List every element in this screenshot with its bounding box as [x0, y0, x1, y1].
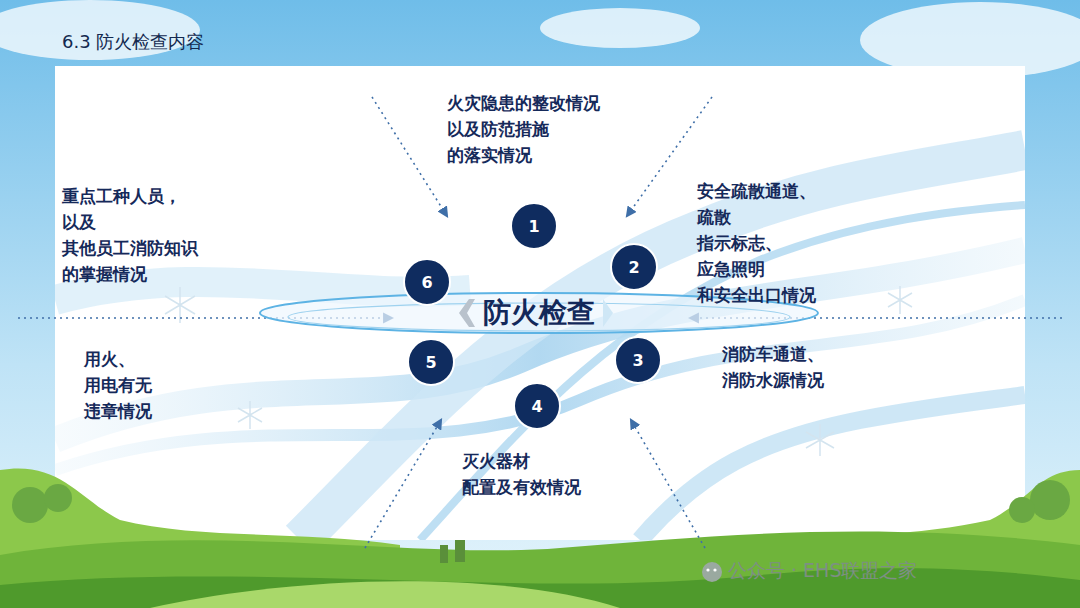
snowflakes	[165, 286, 912, 456]
left-chevron	[459, 299, 475, 327]
callout-number: 3	[632, 351, 643, 370]
circle-fill	[404, 259, 450, 305]
number-circle: 5	[407, 338, 455, 386]
watermark: 公众号 · EHS联盟之家	[728, 558, 917, 584]
right-chevron	[603, 299, 613, 327]
circle-fill	[514, 383, 560, 429]
circle-fill	[511, 203, 557, 249]
number-circle: 4	[513, 382, 561, 430]
white-panel	[55, 66, 1025, 540]
number-circle: 6	[403, 258, 451, 306]
circle-fill	[615, 337, 661, 383]
check-item-text: 用火、用电有无 违章情况	[84, 346, 152, 424]
check-item-text: 重点工种人员，以及 其他员工消防知识 的掌握情况	[62, 183, 198, 287]
callout-number: 4	[531, 397, 542, 416]
check-item-text: 安全疏散通道、疏散 指示标志、应急照明 和安全出口情况	[697, 178, 816, 308]
swirl-bands	[55, 150, 1025, 540]
callout-number: 6	[421, 273, 432, 292]
check-item-text: 灭火器材 配置及有效情况	[462, 448, 581, 500]
circle-fill	[408, 339, 454, 385]
dotted-arrows	[18, 97, 1062, 548]
slide-title: 6.3 防火检查内容	[62, 30, 204, 54]
number-circle: 2	[610, 243, 658, 291]
circle-fill	[611, 244, 657, 290]
callout-number: 2	[628, 258, 639, 277]
check-item-text: 火灾隐患的整改情况 以及防范措施 的落实情况	[447, 90, 600, 168]
wechat-icon	[702, 562, 722, 582]
number-circle: 1	[510, 202, 558, 250]
callout-number: 5	[425, 353, 436, 372]
number-circle: 3	[614, 336, 662, 384]
check-item-text: 消防车通道、 消防水源情况	[722, 341, 824, 393]
center-title: 防火检查	[483, 294, 595, 332]
callout-number: 1	[528, 217, 539, 236]
